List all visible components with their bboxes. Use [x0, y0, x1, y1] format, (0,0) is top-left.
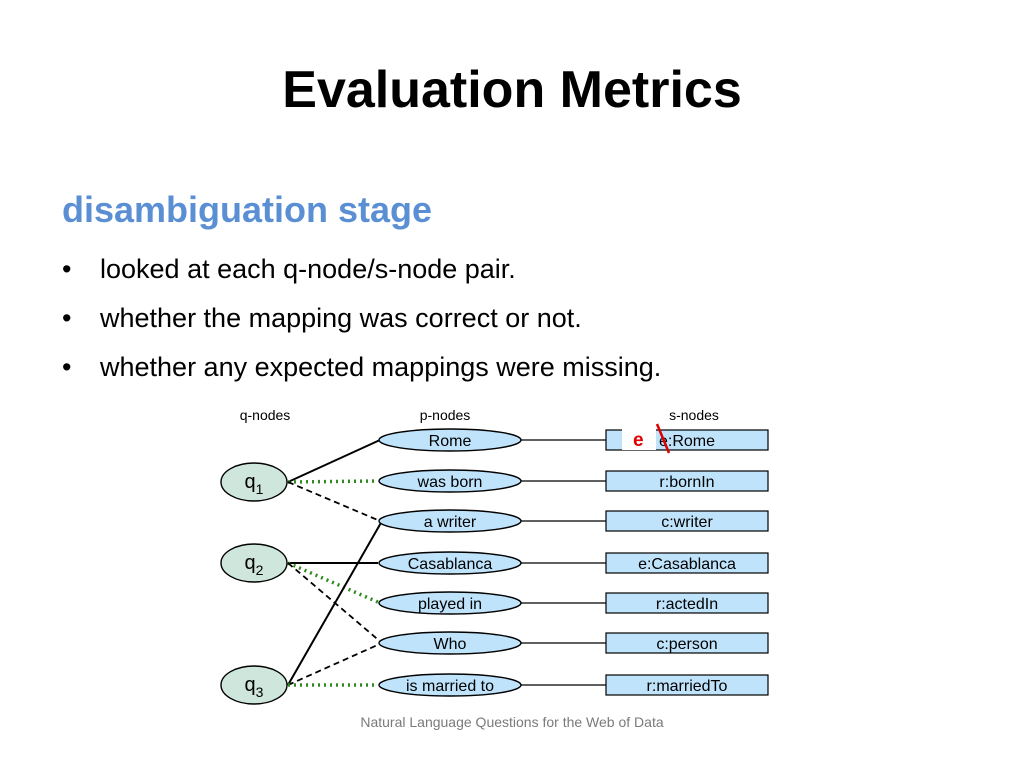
s-node: r:marriedTo — [605, 674, 769, 696]
section-heading: disambiguation stage — [62, 189, 433, 230]
mapping-diagram: q-nodes p-nodes s-nodes q1 q2 — [220, 407, 769, 705]
bullet-text: whether the mapping was correct or not. — [100, 303, 582, 333]
bullet-text: whether any expected mappings were missi… — [100, 352, 662, 382]
p-node: is married to — [378, 673, 522, 697]
q-node-subscript: 2 — [256, 562, 264, 578]
p-node: was born — [378, 469, 522, 493]
s-node-label: r:bornIn — [659, 474, 714, 491]
s-node-label: e:Rome — [659, 433, 715, 450]
p-node: Casablanca — [378, 551, 522, 575]
p-node-label: is married to — [406, 678, 494, 695]
p-s-links — [521, 439, 606, 686]
slide-footer: Natural Language Questions for the Web o… — [360, 714, 664, 730]
q-node: q3 — [220, 665, 288, 705]
annotation-strike-mark — [655, 423, 671, 454]
bullet-item: • whether any expected mappings were miss… — [62, 344, 661, 393]
s-node: r:bornIn — [605, 470, 769, 492]
p-node: Rome — [378, 428, 522, 452]
header-s-nodes: s-nodes — [669, 407, 719, 423]
p-node: Who — [378, 631, 522, 655]
annotation-cover — [622, 428, 656, 450]
p-node-label: played in — [418, 596, 482, 613]
p-node: a writer — [378, 509, 522, 533]
p-node-column: Rome was born a writer Casablanca played… — [378, 428, 522, 697]
header-p-nodes: p-nodes — [420, 407, 471, 423]
q-node-name: q — [245, 674, 256, 696]
p-node-label: Rome — [429, 433, 472, 450]
bullet-text: looked at each q-node/s-node pair. — [100, 254, 516, 284]
bullet-list: • looked at each q-node/s-node pair. • whe… — [62, 246, 661, 393]
svg-text:q2: q2 — [245, 552, 264, 578]
edge-q1-rome — [287, 439, 381, 483]
bullet-item: • whether the mapping was correct or not. — [62, 295, 661, 344]
q-node: q2 — [220, 543, 288, 583]
q-node: q1 — [220, 462, 288, 502]
bullet-icon: • — [62, 352, 72, 382]
s-node-label: c:person — [656, 636, 717, 653]
edge-q1-a-writer — [287, 481, 381, 522]
s-node: c:person — [605, 632, 769, 654]
slide-title: Evaluation Metrics — [282, 61, 742, 119]
q-node-name: q — [245, 552, 256, 574]
s-node: c:writer — [605, 510, 769, 532]
s-node: e:Casablanca — [605, 552, 769, 574]
edge-q1-was-born — [287, 479, 379, 484]
bullet-item: • looked at each q-node/s-node pair. — [62, 246, 661, 295]
edge-q3-who — [287, 642, 383, 686]
header-q-nodes: q-nodes — [240, 407, 291, 423]
p-node: played in — [378, 591, 522, 615]
s-node-label: r:marriedTo — [647, 678, 728, 695]
annotation-label: e — [633, 430, 644, 451]
q-node-column: q1 q2 q3 — [220, 462, 288, 705]
p-node-label: a writer — [424, 514, 477, 531]
q-node-subscript: 1 — [256, 481, 264, 497]
bullet-icon: • — [62, 254, 72, 284]
s-node: r:actedIn — [605, 592, 769, 614]
svg-text:q3: q3 — [245, 674, 264, 700]
s-node-label: c:writer — [661, 514, 713, 531]
q-node-name: q — [245, 471, 256, 493]
edge-q2-played-in — [287, 561, 381, 605]
edge-q3-a-writer — [287, 520, 383, 686]
s-node-label: e:Casablanca — [638, 556, 736, 573]
svg-text:q1: q1 — [245, 471, 264, 497]
q-node-subscript: 3 — [256, 684, 264, 700]
annotation: e — [622, 423, 671, 454]
s-node-label: r:actedIn — [656, 596, 718, 613]
p-node-label: Who — [434, 636, 467, 653]
bullet-icon: • — [62, 303, 72, 333]
q-p-edges — [287, 439, 383, 687]
p-node-label: Casablanca — [408, 556, 493, 573]
s-node-column: e:Rome r:bornIn c:writer e:Casablanca r:… — [605, 429, 769, 696]
p-node-label: was born — [417, 474, 483, 491]
